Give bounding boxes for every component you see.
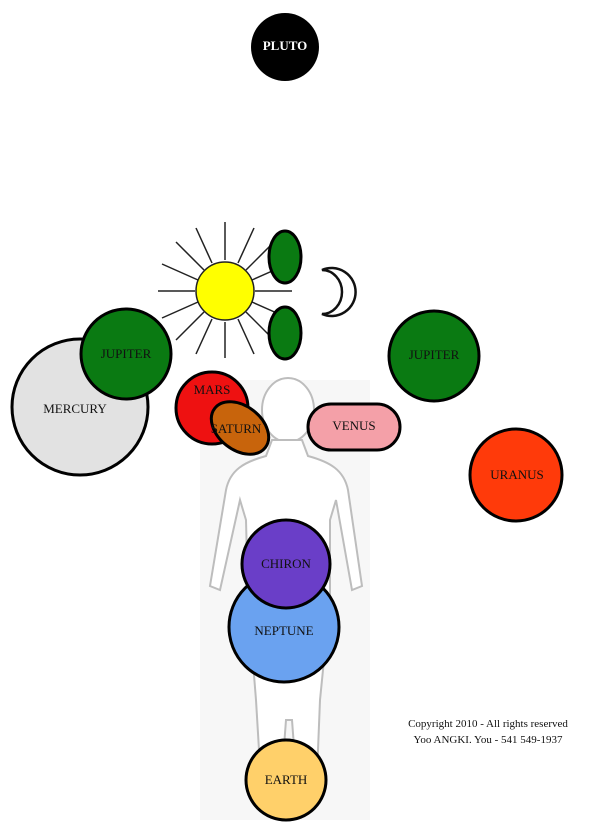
uranus-label: URANUS [490,467,543,482]
jupiter-right-label: JUPITER [409,347,460,362]
pluto-planet: PLUTO [251,13,319,81]
saturn-label: SATURN [211,421,262,436]
earth-label: EARTH [265,772,308,787]
uranus-planet: URANUS [468,427,564,523]
neptune-label: NEPTUNE [254,623,313,638]
earth-planet: EARTH [244,738,328,822]
chiron-planet: CHIRON [240,518,332,610]
green-oval-bottom [267,305,303,361]
moon-icon [321,266,357,318]
jupiter-right-planet: JUPITER [387,309,481,403]
body-head [261,377,315,443]
mars-label: MARS [194,382,231,397]
sun-icon [158,222,292,358]
chiron-label: CHIRON [261,556,311,571]
copyright-notice: Copyright 2010 - All rights reserved Yoo… [360,716,616,748]
venus-planet: VENUS [306,402,402,452]
jupiter-left-planet: JUPITER [79,307,173,401]
saturn-planet: SATURN [209,400,271,456]
venus-label: VENUS [332,418,375,433]
jupiter-left-label: JUPITER [101,346,152,361]
mercury-label: MERCURY [43,401,107,416]
copyright-line-1: Copyright 2010 - All rights reserved [408,718,568,730]
green-oval-top [267,229,303,285]
pluto-label: PLUTO [263,38,308,53]
copyright-line-2: Yoo ANGKI. You - 541 549-1937 [413,734,563,746]
